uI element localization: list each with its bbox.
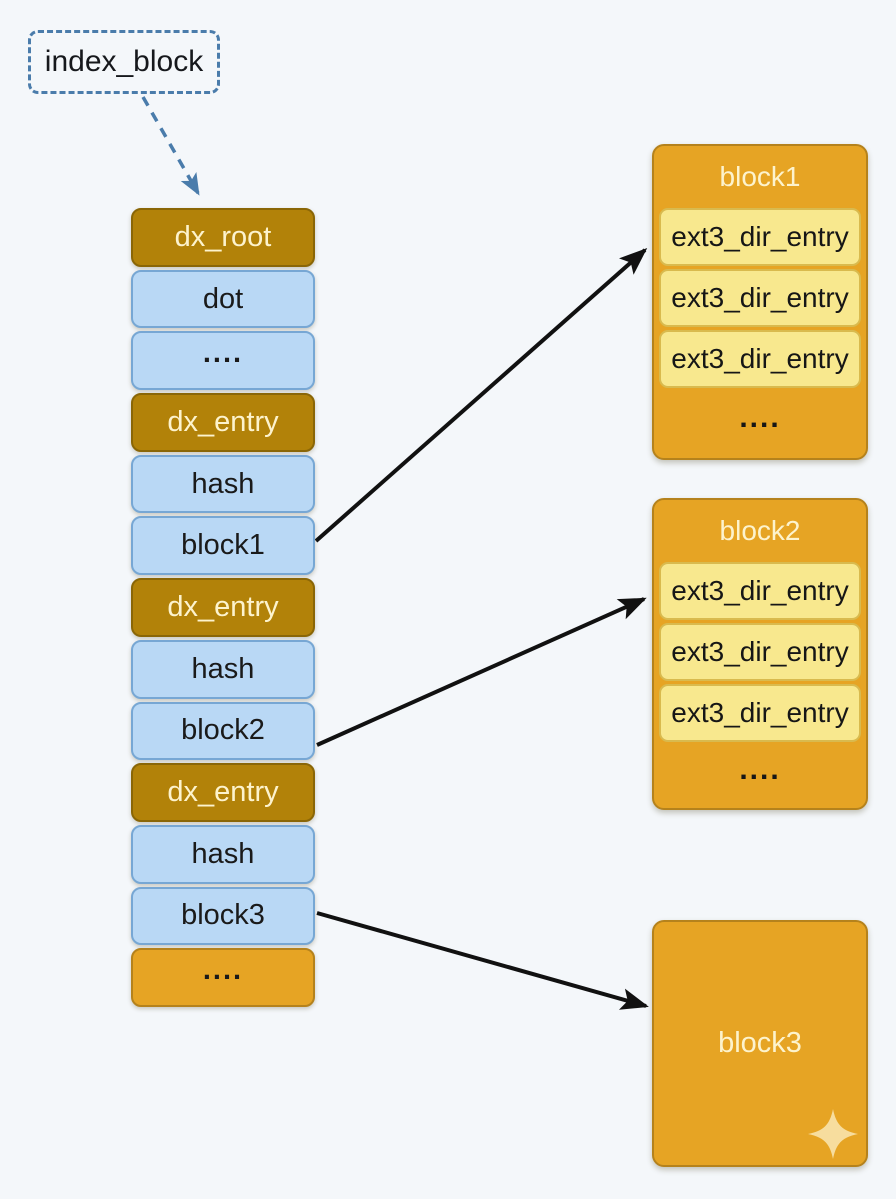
row-dx-entry-2: dx_entry bbox=[131, 578, 315, 637]
row-block2-ref: block2 bbox=[131, 701, 315, 761]
dots-text: .... bbox=[739, 400, 781, 434]
index-block-label: index_block bbox=[28, 30, 220, 94]
row-dot: dot bbox=[131, 269, 315, 329]
sparkle-icon bbox=[808, 1109, 858, 1159]
index-block-dashed-arrow bbox=[141, 96, 200, 196]
row-dx-entry-1: dx_entry bbox=[131, 393, 315, 452]
row-block3-ref: block3 bbox=[131, 886, 315, 946]
row-dx-entry-3: dx_entry bbox=[131, 763, 315, 822]
dir-entry: ext3_dir_entry bbox=[659, 208, 861, 266]
dir-entry: ext3_dir_entry bbox=[659, 623, 861, 681]
index-block-label-text: index_block bbox=[44, 45, 204, 78]
row-hash-2: hash bbox=[131, 639, 315, 699]
block2-box: block2 ext3_dir_entry ext3_dir_entry ext… bbox=[652, 498, 868, 810]
dir-entry: ext3_dir_entry bbox=[659, 269, 861, 327]
index-block-column: dx_root dot .... dx_entry hash block1 dx… bbox=[131, 208, 315, 1007]
block2-title: block2 bbox=[719, 515, 801, 546]
block1-box: block1 ext3_dir_entry ext3_dir_entry ext… bbox=[652, 144, 868, 460]
arrow-block1 bbox=[314, 248, 648, 543]
dots-text: .... bbox=[739, 752, 781, 786]
block1-title: block1 bbox=[719, 161, 801, 192]
arrow-block3 bbox=[316, 911, 649, 1010]
dots-text: .... bbox=[202, 337, 244, 370]
dir-entry: ext3_dir_entry bbox=[659, 330, 861, 388]
row-ellipsis-2: .... bbox=[131, 948, 315, 1007]
dir-entry: ext3_dir_entry bbox=[659, 684, 861, 742]
row-hash-1: hash bbox=[131, 454, 315, 514]
arrow-block2 bbox=[316, 597, 647, 747]
row-dx-root: dx_root bbox=[131, 208, 315, 267]
row-block1-ref: block1 bbox=[131, 516, 315, 576]
block3-box: block3 bbox=[652, 920, 868, 1167]
dir-entry: ext3_dir_entry bbox=[659, 562, 861, 620]
block3-title: block3 bbox=[718, 1027, 802, 1059]
dots-text: .... bbox=[202, 954, 244, 987]
row-hash-3: hash bbox=[131, 824, 315, 884]
block1-ellipsis: .... bbox=[654, 391, 866, 458]
row-ellipsis-1: .... bbox=[131, 331, 315, 391]
block2-ellipsis: .... bbox=[654, 745, 866, 808]
